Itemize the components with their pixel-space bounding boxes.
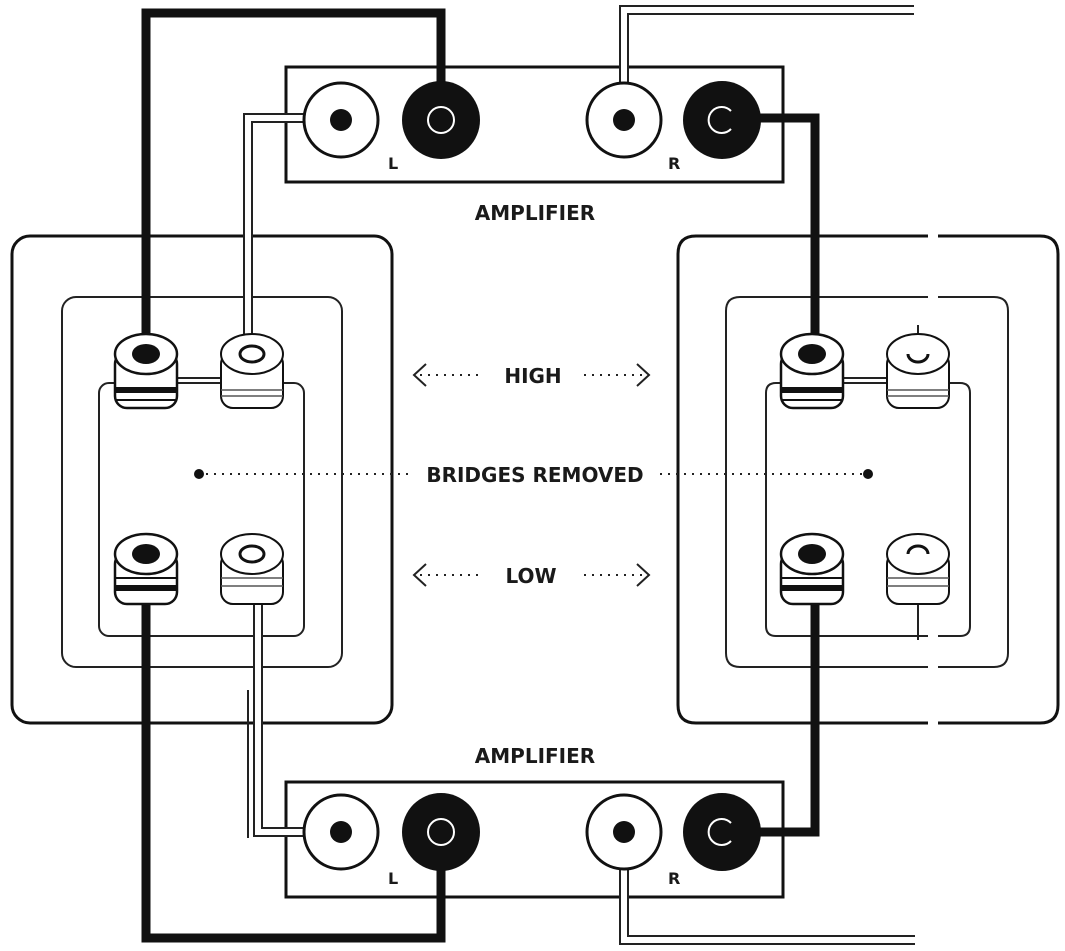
cable-top-left-negative bbox=[141, 8, 446, 356]
top-amp-jacks bbox=[302, 81, 761, 159]
left-low-negative-post bbox=[113, 532, 179, 606]
left-low-positive-post bbox=[220, 533, 284, 605]
top-amplifier-label: AMPLIFIER bbox=[475, 201, 595, 225]
bottom-amp-right-channel-label: R bbox=[668, 869, 680, 888]
bottom-amp-left-channel-label: L bbox=[388, 869, 398, 888]
top-amp-left-channel-label: L bbox=[388, 154, 398, 173]
right-low-positive-post bbox=[886, 533, 950, 605]
right-speaker-mid-box bbox=[725, 296, 928, 668]
low-arrow bbox=[412, 563, 651, 587]
high-label: HIGH bbox=[504, 364, 561, 388]
bottom-amplifier-box bbox=[284, 780, 785, 899]
bridges-dotted-line bbox=[194, 469, 873, 479]
left-high-positive-post bbox=[220, 333, 284, 409]
bottom-amp-right-negative-jack bbox=[683, 793, 761, 871]
right-speaker-terminal-plate bbox=[765, 382, 928, 637]
cable-top-right-positive bbox=[619, 5, 915, 118]
top-amp-left-negative-jack bbox=[402, 81, 480, 159]
right-high-negative-post bbox=[779, 332, 845, 410]
top-amp-right-negative-jack bbox=[683, 81, 761, 159]
top-amplifier-box bbox=[284, 65, 785, 184]
right-speaker bbox=[676, 234, 1060, 725]
cable-bottom-left-negative bbox=[141, 553, 446, 943]
low-label: LOW bbox=[505, 564, 556, 588]
top-amp-right-channel-label: R bbox=[668, 154, 680, 173]
right-high-positive-post bbox=[886, 333, 950, 409]
bottom-amp-jacks bbox=[302, 793, 761, 871]
left-speaker bbox=[10, 234, 394, 725]
high-arrow bbox=[412, 363, 651, 387]
bottom-amplifier-label: AMPLIFIER bbox=[475, 744, 595, 768]
left-high-negative-post bbox=[113, 332, 179, 410]
right-low-negative-post bbox=[779, 532, 845, 606]
left-speaker-mid-box bbox=[61, 296, 343, 668]
left-speaker-outer-box bbox=[10, 234, 394, 725]
left-speaker-terminal-plate bbox=[98, 382, 305, 637]
right-speaker-outer-box bbox=[676, 234, 928, 725]
bridges-removed-label: BRIDGES REMOVED bbox=[426, 463, 643, 487]
bottom-amp-left-negative-jack bbox=[402, 793, 480, 871]
